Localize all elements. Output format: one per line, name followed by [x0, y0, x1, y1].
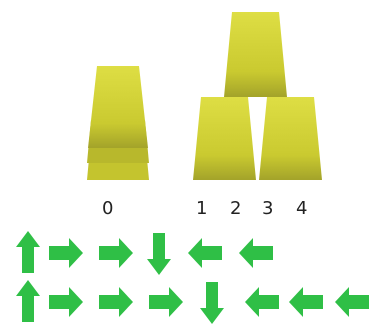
arrow-left-icon [335, 287, 369, 317]
position-label-4: 4 [296, 198, 308, 219]
cup-pyramid [193, 12, 322, 180]
stack-label: 0 [102, 198, 114, 219]
arrow-down-icon [200, 282, 224, 324]
sequence-2 [16, 280, 369, 324]
arrow-right-icon [99, 238, 133, 268]
arrow-up-icon [16, 280, 40, 322]
arrow-left-icon [289, 287, 323, 317]
cup-stack-0 [87, 66, 149, 180]
position-label-2: 2 [230, 198, 242, 219]
arrow-right-icon [149, 287, 183, 317]
position-label-1: 1 [196, 198, 208, 219]
arrow-sequences [16, 231, 369, 324]
sequence-1 [16, 231, 273, 275]
cup-top [224, 12, 287, 97]
cup-right [259, 97, 322, 180]
arrow-left-icon [245, 287, 279, 317]
arrow-right-icon [49, 238, 83, 268]
arrow-right-icon [99, 287, 133, 317]
arrow-right-icon [49, 287, 83, 317]
cup-stack-top [88, 66, 148, 148]
arrow-left-icon [188, 238, 222, 268]
arrow-left-icon [239, 238, 273, 268]
position-label-3: 3 [262, 198, 274, 219]
cup-left [193, 97, 256, 180]
arrow-down-icon [147, 233, 171, 275]
arrow-up-icon [16, 231, 40, 273]
